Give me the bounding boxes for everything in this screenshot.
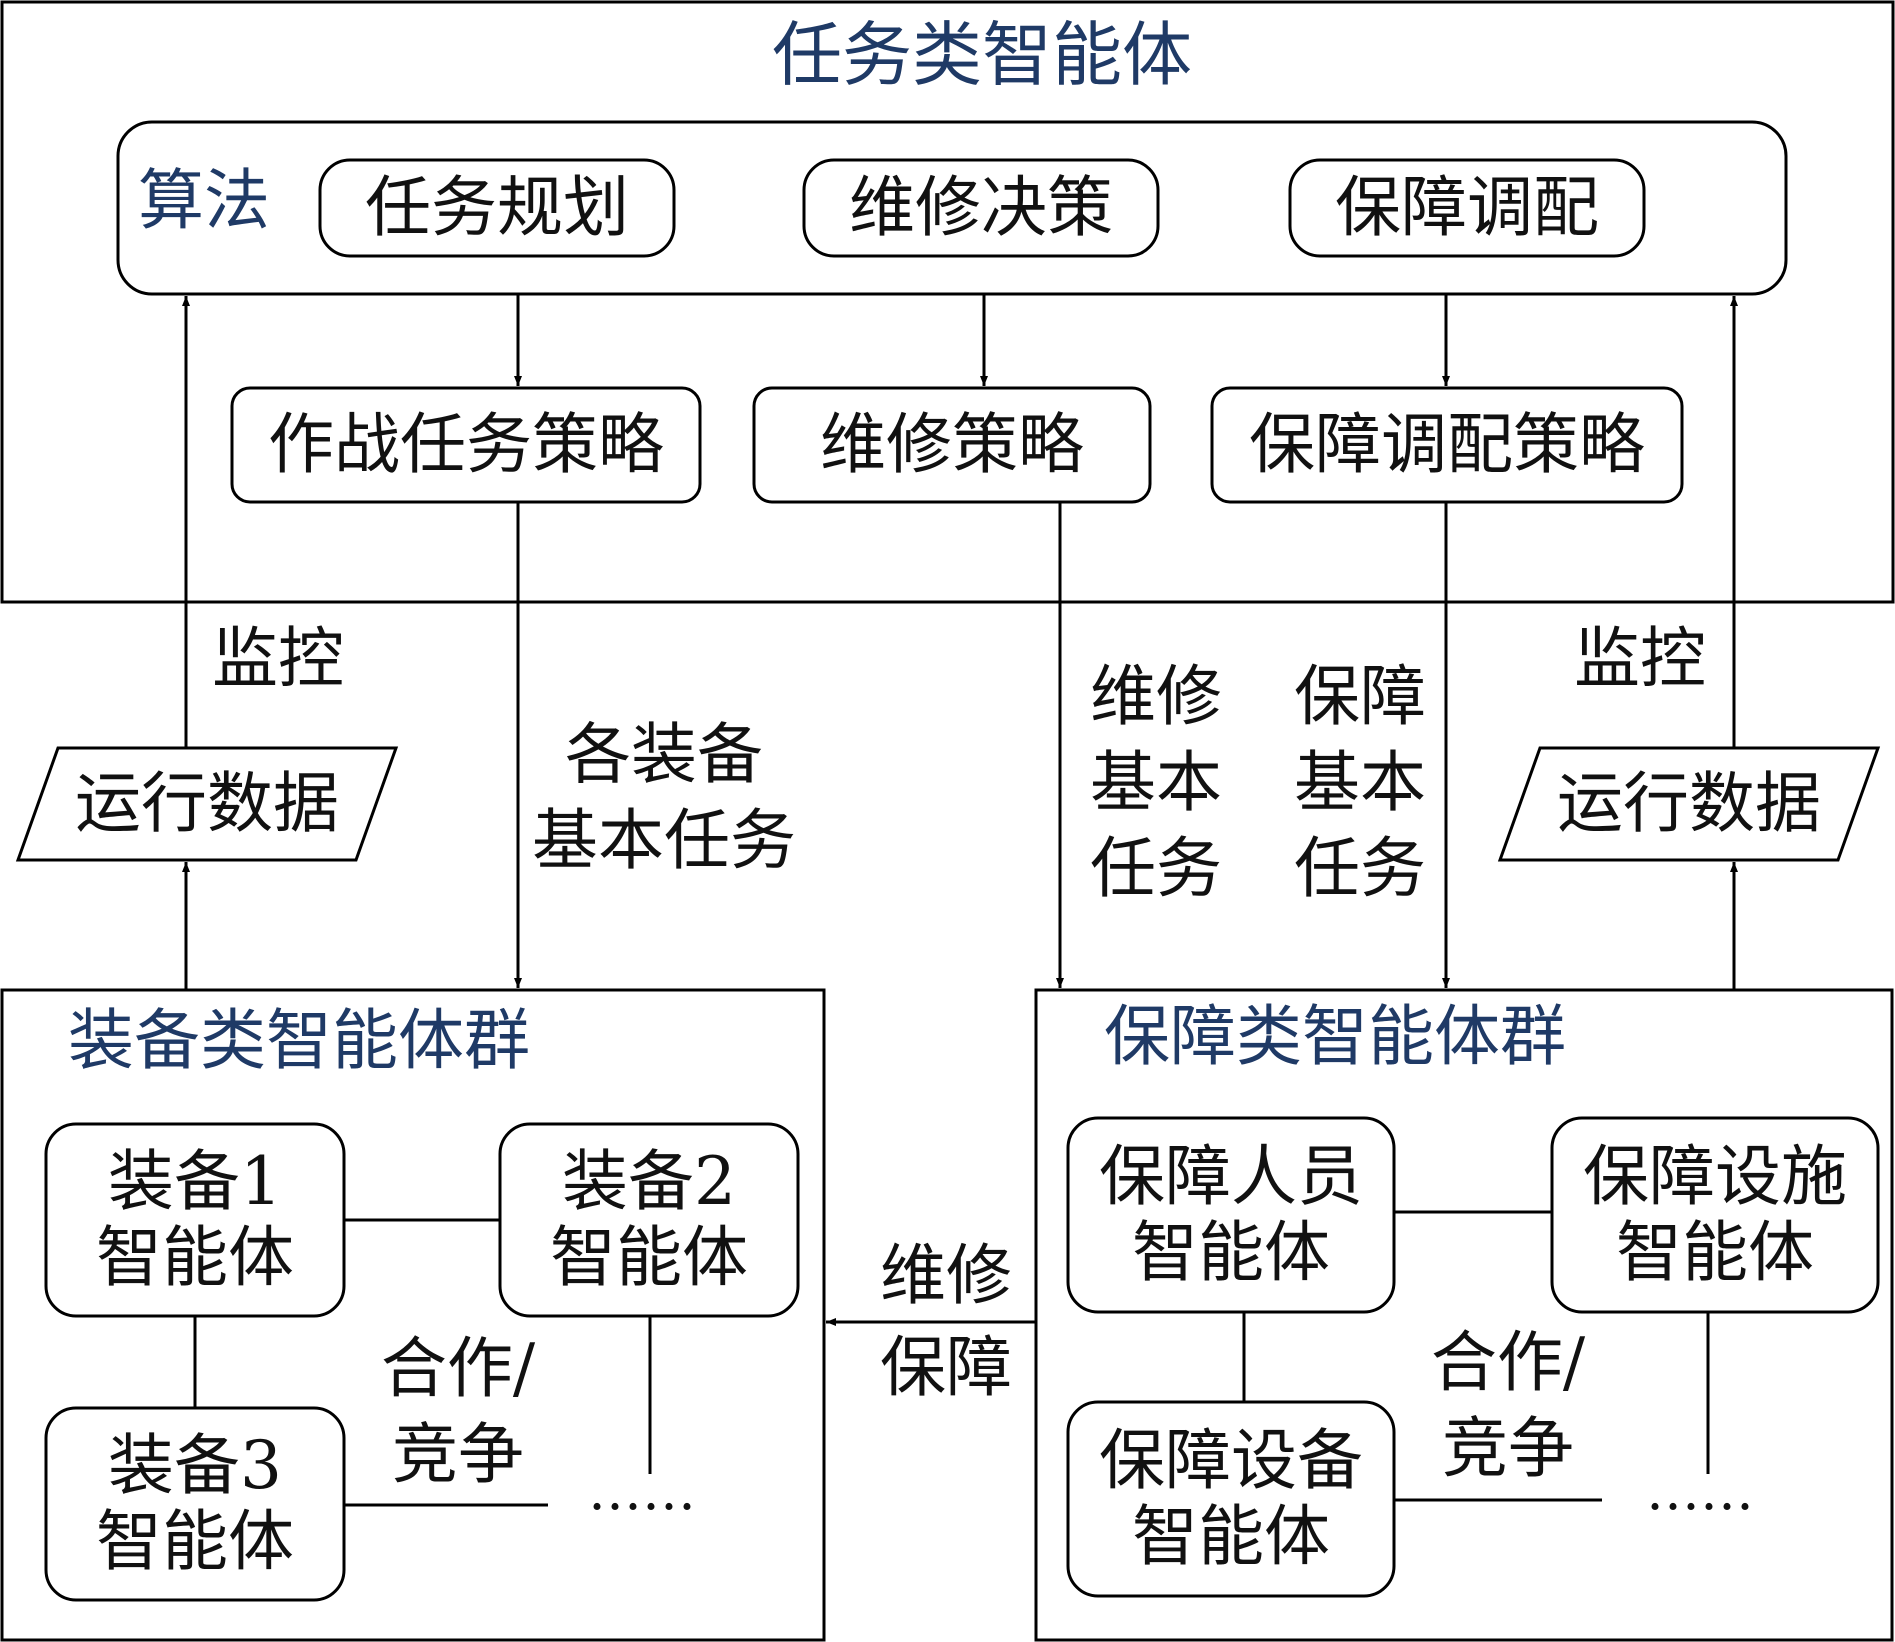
maint-tasks-line-2: 基本 [1090, 744, 1222, 822]
run-data-right-label: 运行数据 [1557, 765, 1821, 843]
support-group-title: 保障类智能体群 [1104, 998, 1566, 1075]
equipment-3-name: 装备3 [108, 1427, 282, 1505]
algorithm-box [116, 120, 1788, 296]
support-facility-name: 保障设施 [1583, 1138, 1847, 1216]
maint-support-label: 维修 保障 [866, 1224, 1026, 1420]
support-tasks-line-1: 保障 [1294, 658, 1426, 736]
maint-tasks-label: 维修 基本 任务 [1076, 648, 1236, 918]
task-agent-title: 任务类智能体 [772, 14, 1192, 96]
support-personnel-box [1066, 1116, 1396, 1314]
support-ellipsis: …… [1646, 1459, 1754, 1522]
support-personnel-type: 智能体 [1132, 1214, 1330, 1291]
equipment-relation-label: 合作/ 竞争 [358, 1322, 558, 1502]
algorithm-label: 算法 [138, 162, 270, 239]
support-device-type: 智能体 [1132, 1498, 1330, 1575]
support-group-frame [1034, 988, 1894, 1642]
support-tasks-line-2: 基本 [1294, 744, 1426, 822]
strategy-maintenance: 维修策略 [820, 406, 1084, 484]
support-personnel-name: 保障人员 [1099, 1138, 1363, 1216]
run-data-left-parallelogram [15, 746, 399, 862]
algorithm-support-allocation-box [1288, 158, 1646, 258]
run-data-right-parallelogram [1497, 746, 1881, 862]
equipment-relation-line-1: 合作/ [380, 1330, 536, 1408]
equipment-1-type: 智能体 [96, 1219, 294, 1296]
support-facility-type: 智能体 [1616, 1214, 1814, 1291]
strategy-combat: 作战任务策略 [268, 406, 664, 484]
equipment-1-name: 装备1 [108, 1143, 282, 1221]
equip-tasks-label: 各装备 基本任务 [514, 708, 814, 888]
support-relation-label: 合作/ 竞争 [1408, 1316, 1608, 1496]
algorithm-task-planning-box [318, 158, 676, 258]
equipment-relation-line-2: 竞争 [392, 1416, 524, 1493]
maint-support-line-1: 维修 [880, 1236, 1012, 1314]
equipment-2-name: 装备2 [562, 1143, 736, 1221]
monitor-right-label: 监控 [1574, 620, 1706, 697]
support-relation-line-2: 竞争 [1442, 1410, 1574, 1487]
algorithm-task-planning: 任务规划 [365, 169, 629, 247]
support-personnel-agent: 保障人员 智能体 [1068, 1118, 1394, 1312]
support-tasks-line-3: 任务 [1294, 829, 1426, 907]
equipment-3-type: 智能体 [96, 1503, 294, 1580]
support-tasks-label: 保障 基本 任务 [1280, 648, 1440, 918]
equip-tasks-line-1: 各装备 [565, 716, 763, 794]
monitor-left-label: 监控 [212, 620, 344, 697]
equipment-1-agent: 装备1 智能体 [46, 1124, 344, 1316]
equip-tasks-line-2: 基本任务 [532, 802, 796, 879]
support-device-agent: 保障设备 智能体 [1068, 1402, 1394, 1596]
support-facility-agent: 保障设施 智能体 [1552, 1118, 1878, 1312]
strategy-support: 保障调配策略 [1249, 406, 1645, 484]
strategy-maintenance-box [752, 386, 1152, 504]
equipment-ellipsis: …… [588, 1459, 696, 1522]
equipment-3-agent: 装备3 智能体 [46, 1408, 344, 1600]
support-device-name: 保障设备 [1099, 1422, 1363, 1500]
strategy-combat-box [230, 386, 702, 504]
algorithm-maintenance-decision: 维修决策 [849, 169, 1113, 247]
algorithm-support-allocation: 保障调配 [1335, 169, 1599, 247]
equipment-group-frame [0, 988, 826, 1642]
equipment-2-agent: 装备2 智能体 [500, 1124, 798, 1316]
maint-support-line-2: 保障 [880, 1329, 1012, 1406]
equipment-2-type: 智能体 [550, 1219, 748, 1296]
maint-tasks-line-3: 任务 [1090, 829, 1222, 907]
equipment-group-title: 装备类智能体群 [68, 1002, 530, 1079]
run-data-left-label: 运行数据 [75, 765, 339, 843]
support-facility-box [1550, 1116, 1880, 1314]
support-relation-line-1: 合作/ [1430, 1324, 1586, 1402]
maint-tasks-line-1: 维修 [1090, 658, 1222, 736]
task-agent-frame [0, 0, 1895, 604]
algorithm-maintenance-decision-box [802, 158, 1160, 258]
